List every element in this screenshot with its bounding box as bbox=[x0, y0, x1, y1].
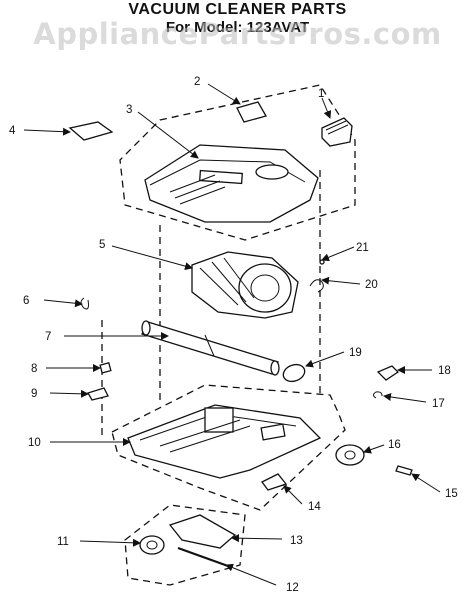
callout-3: 3 bbox=[126, 104, 132, 116]
callout-5: 5 bbox=[99, 239, 105, 251]
callout-20: 20 bbox=[365, 279, 378, 291]
callout-1: 1 bbox=[318, 88, 324, 100]
part-18-lever bbox=[376, 365, 400, 381]
part-7-roller bbox=[141, 320, 280, 376]
part-14-bumper bbox=[261, 473, 288, 491]
callout-18: 18 bbox=[438, 365, 451, 377]
callout-8: 8 bbox=[31, 363, 37, 375]
part-1-clip bbox=[321, 117, 353, 147]
part-9-bracket bbox=[87, 387, 109, 401]
part-11-end-cap bbox=[139, 535, 165, 555]
callout-9: 9 bbox=[31, 388, 37, 400]
part-2-pad bbox=[236, 101, 267, 123]
hood-assembly-outline bbox=[119, 84, 356, 241]
callout-16: 16 bbox=[388, 439, 401, 451]
callout-6: 6 bbox=[23, 295, 29, 307]
part-12-shaft bbox=[177, 546, 229, 568]
callout-2: 2 bbox=[194, 76, 200, 88]
part-17-spring bbox=[373, 391, 383, 399]
base-assembly-outline bbox=[111, 384, 346, 511]
part-3-hood bbox=[144, 144, 319, 223]
part-19-belt bbox=[282, 363, 306, 383]
callout-4: 4 bbox=[9, 125, 16, 137]
callout-17: 17 bbox=[432, 398, 445, 410]
callout-10: 10 bbox=[28, 437, 41, 449]
part-16-wheel bbox=[335, 444, 365, 466]
callout-7: 7 bbox=[45, 331, 51, 343]
model-subtitle: For Model: 123AVAT bbox=[165, 19, 310, 36]
callout-12: 12 bbox=[286, 582, 299, 594]
part-10-base bbox=[127, 404, 322, 479]
part-8-nut bbox=[99, 362, 112, 374]
part-21-pin bbox=[319, 259, 325, 265]
callout-21: 21 bbox=[356, 242, 369, 254]
part-15-screw bbox=[395, 465, 413, 476]
callout-14: 14 bbox=[308, 501, 321, 513]
callout-11: 11 bbox=[57, 536, 69, 548]
diagram-title: VACUUM CLEANER PARTS bbox=[128, 1, 347, 18]
part-13-brush-housing bbox=[168, 514, 237, 549]
part-5-motor bbox=[191, 251, 299, 319]
callout-13: 13 bbox=[290, 535, 303, 547]
part-4-filter bbox=[68, 121, 114, 141]
watermark: AppliancePartsPros.com bbox=[33, 17, 442, 51]
callout-19: 19 bbox=[349, 347, 362, 359]
part-6-clip bbox=[80, 297, 89, 310]
callout-15: 15 bbox=[445, 488, 458, 500]
part-20-spring bbox=[309, 279, 324, 293]
brush-assembly-outline bbox=[124, 504, 246, 586]
